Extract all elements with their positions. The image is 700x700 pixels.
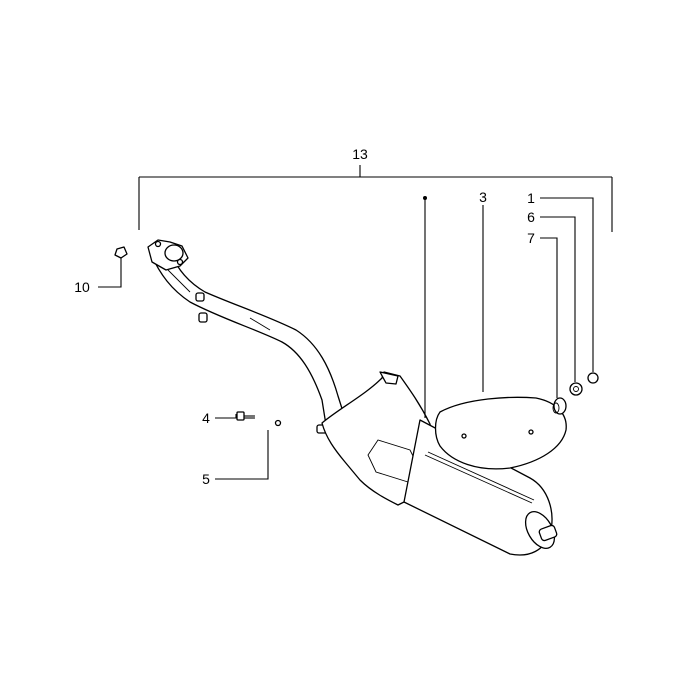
nut-1 bbox=[587, 372, 599, 384]
exhaust-pipe bbox=[147, 239, 346, 434]
muffler-body bbox=[403, 419, 558, 556]
washer-6 bbox=[569, 382, 583, 396]
callout-4: 4 bbox=[202, 410, 210, 426]
leader-lines bbox=[98, 196, 594, 480]
callout-10: 10 bbox=[74, 279, 90, 295]
callout-7: 7 bbox=[527, 230, 535, 246]
hardware-parts bbox=[114, 246, 599, 427]
spacer-7 bbox=[552, 397, 567, 415]
assembly-bracket-13 bbox=[138, 165, 613, 232]
heat-shield-cover bbox=[434, 396, 567, 470]
callout-13: 13 bbox=[352, 146, 368, 162]
callout-6: 6 bbox=[527, 209, 535, 225]
bolt-4 bbox=[236, 411, 255, 421]
washer-5 bbox=[274, 419, 282, 427]
callout-3: 3 bbox=[479, 189, 487, 205]
callout-1: 1 bbox=[527, 190, 535, 206]
callout-5: 5 bbox=[202, 471, 210, 487]
nut-10 bbox=[114, 246, 128, 259]
heat-shield-bracket bbox=[321, 371, 433, 506]
